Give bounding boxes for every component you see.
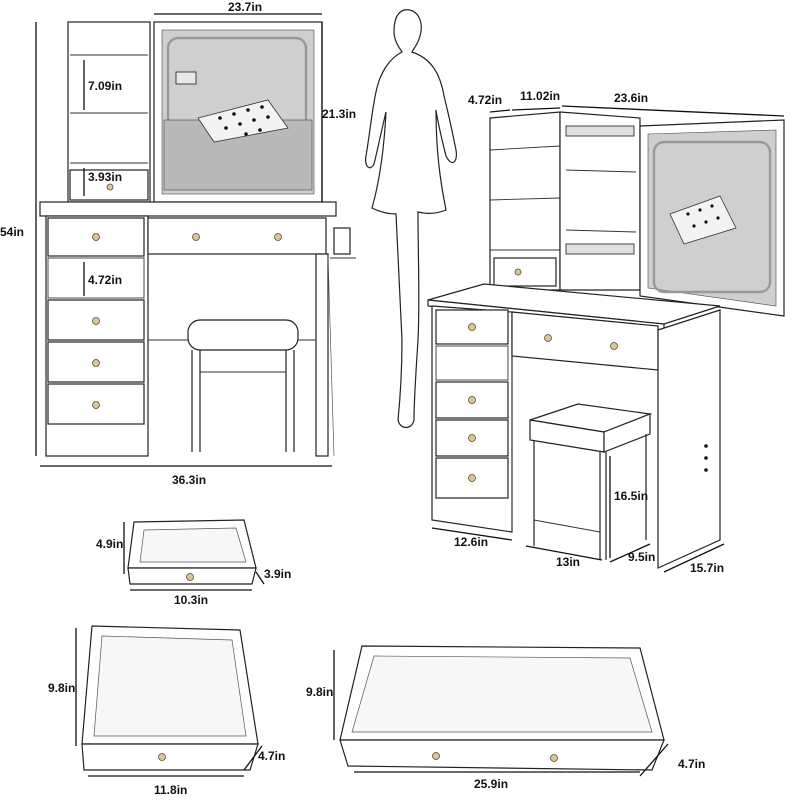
side-tower-small-drawer	[493, 257, 557, 287]
side-shelf-tower	[489, 111, 641, 291]
dim-front-total-height: 54in	[0, 225, 24, 239]
knob-icon	[550, 754, 558, 762]
dim-small-drawer-width: 10.3in	[174, 593, 208, 607]
dim-side-stool-width: 13in	[556, 555, 580, 569]
knob-icon	[192, 233, 200, 241]
dim-side-table-depth: 15.7in	[690, 561, 724, 575]
side-view: 4.72in 11.02in 23.6in 16.5in 12.6in 13in…	[427, 89, 785, 575]
dim-medium-drawer-depth: 4.7in	[258, 749, 285, 763]
front-view: 23.7in 7.09in 21.3in 3.93in 54in 4.72in …	[0, 0, 356, 487]
knob-icon	[274, 233, 282, 241]
knob-icon	[544, 334, 552, 342]
side-stool	[529, 403, 653, 560]
dim-small-drawer-height: 4.9in	[96, 537, 123, 551]
knob-icon	[468, 396, 476, 404]
front-center-drawer	[147, 217, 327, 255]
dim-front-mirror-width: 23.7in	[228, 0, 262, 14]
knob-icon	[92, 359, 100, 367]
dim-side-shelf-depth: 4.72in	[468, 93, 502, 107]
dim-large-drawer-depth: 4.7in	[678, 757, 705, 771]
front-tabletop	[39, 201, 337, 217]
front-drawer-column	[45, 215, 149, 457]
dim-front-shelf-height: 7.09in	[88, 79, 122, 93]
dim-front-open-shelf: 4.72in	[88, 273, 122, 287]
dim-large-drawer-width: 25.9in	[474, 777, 508, 791]
front-stool	[187, 319, 299, 452]
dim-small-drawer-depth: 3.9in	[264, 567, 291, 581]
knob-icon	[158, 753, 166, 761]
dim-front-total-width: 36.3in	[172, 473, 206, 487]
dim-side-stool-height: 16.5in	[614, 489, 648, 503]
knob-icon	[92, 233, 100, 241]
knob-icon	[186, 573, 194, 581]
knob-icon	[106, 183, 114, 191]
side-right-panel	[657, 309, 721, 569]
side-mirror	[639, 119, 785, 317]
dim-side-cabinet-width: 11.02in	[520, 89, 560, 103]
front-side-hook	[333, 227, 351, 255]
knob-icon	[468, 474, 476, 482]
large-drawer: 9.8in 4.7in 25.9in	[306, 645, 705, 791]
knob-icon	[468, 323, 476, 331]
front-mirror	[153, 21, 323, 203]
small-drawer: 4.9in 3.9in 10.3in	[96, 519, 291, 607]
medium-drawer: 9.8in 4.7in 11.8in	[48, 625, 285, 797]
dim-side-mirror-width: 23.6in	[614, 91, 648, 105]
dim-side-stool-depth: 9.5in	[628, 550, 655, 564]
knob-icon	[468, 434, 476, 442]
knob-icon	[432, 752, 440, 760]
knob-icon	[92, 317, 100, 325]
dim-medium-drawer-height: 9.8in	[48, 681, 75, 695]
side-dimensions: 4.72in 11.02in 23.6in 16.5in 12.6in 13in…	[431, 89, 785, 575]
dim-medium-drawer-width: 11.8in	[154, 783, 187, 797]
knob-icon	[92, 401, 100, 409]
dim-large-drawer-height: 9.8in	[306, 685, 333, 699]
dim-side-cabinet-base: 12.6in	[454, 535, 488, 549]
knob-icon	[610, 342, 618, 350]
side-drawer-cabinet	[431, 305, 513, 533]
front-right-panel	[315, 253, 329, 457]
front-shelf-tower	[67, 21, 151, 203]
front-dimensions: 23.7in 7.09in 21.3in 3.93in 54in 4.72in …	[0, 0, 356, 487]
knob-icon	[514, 268, 522, 276]
dim-front-mirror-height: 21.3in	[322, 107, 356, 121]
dim-front-small-drawer: 3.93in	[88, 170, 122, 184]
woman-silhouette-icon	[365, 9, 457, 429]
